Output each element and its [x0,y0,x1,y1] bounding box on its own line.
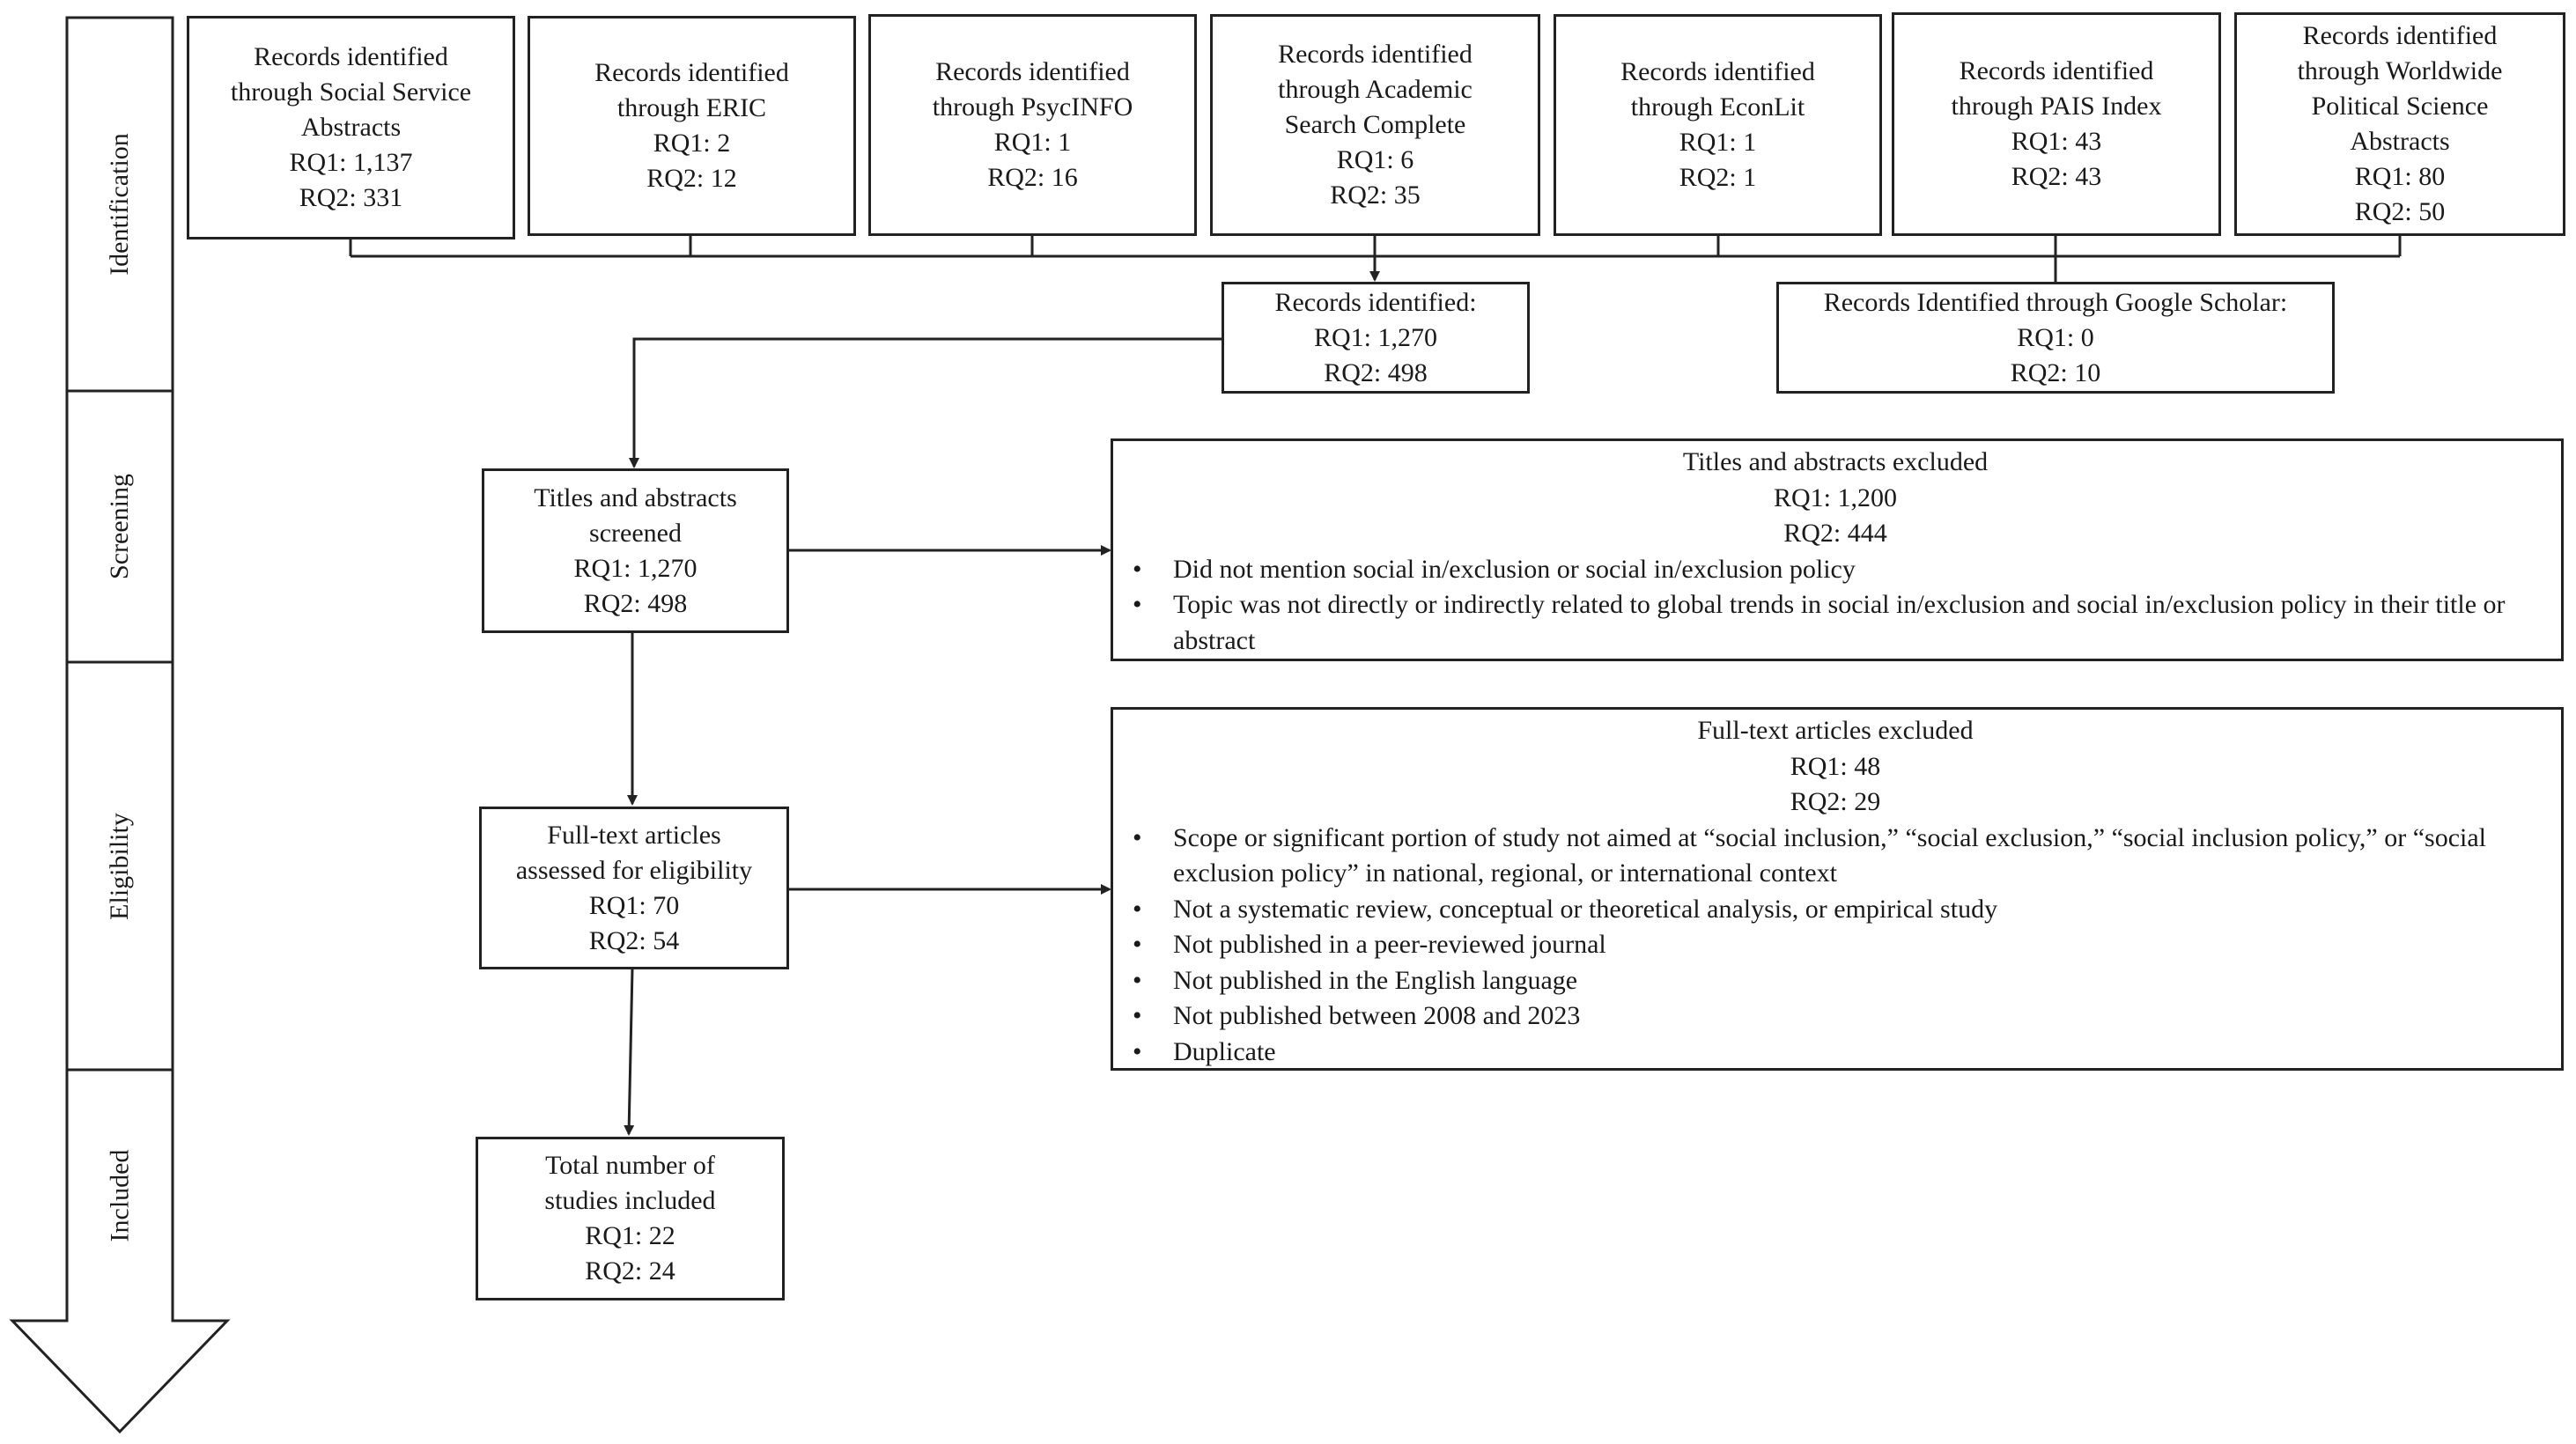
rq2-count: RQ2: 498 [1324,357,1428,387]
box-line: through Worldwide [2297,56,2503,85]
exclusion-reason: Duplicate [1124,1035,2547,1071]
rq2-count: RQ2: 1 [1679,163,1757,192]
screened-box: Titles and abstracts screened RQ1: 1,270… [482,468,789,633]
box-line: Search Complete [1284,110,1466,139]
rq1-count: RQ1: 2 [653,129,731,158]
phase-eligibility: Eligibility [67,662,173,1070]
phase-label: Screening [105,474,134,579]
source-box-econlit: Records identified through EconLit RQ1: … [1554,14,1882,236]
connector-arrow [629,337,1222,468]
rq1-count: RQ1: 70 [588,890,680,920]
box-line: Records identified: [1274,287,1477,317]
exclusion-reason: Not published in the English language [1124,963,2547,999]
phase-identification: Identification [67,18,173,391]
phase-arrow-outline [9,16,231,1434]
rq2-count: RQ2: 50 [2354,197,2446,226]
rq2-count: RQ2: 16 [987,163,1078,192]
rq1-count: RQ1: 22 [585,1221,675,1250]
exclusion-reasons-list: Did not mention social in/exclusion or s… [1124,552,2547,659]
box-line: assessed for eligibility [515,855,753,885]
rq2-count: RQ2: 43 [2011,162,2102,191]
box-line: Full-text articles [547,820,721,850]
source-box-psycinfo: Records identified through PsycINFO RQ1:… [868,14,1197,236]
box-line: Records Identified through Google Schola… [1823,287,2288,317]
rq2-count: RQ2: 331 [299,183,403,212]
box-line: studies included [544,1186,716,1215]
phase-label: Identification [105,133,135,276]
box-line: Records identified [935,57,1130,86]
rq1-count: RQ1: 0 [2017,322,2094,352]
rq2-count: RQ2: 444 [1783,519,1887,548]
rq2-count: RQ2: 29 [1790,787,1881,816]
phase-screening: Screening [67,391,173,662]
box-line: Titles and abstracts [534,483,737,512]
phase-label: Included [105,1149,134,1241]
box-line: screened [589,518,682,548]
phase-included: Included [67,1070,173,1321]
rq2-count: RQ2: 12 [646,164,737,193]
exclusion-reasons-list: Scope or significant portion of study no… [1124,821,2547,1071]
exclusion-reason: Not published between 2008 and 2023 [1124,998,2547,1035]
box-line: Records identified [1278,40,1473,69]
included-box: Total number of studies included RQ1: 22… [476,1137,785,1300]
rq1-count: RQ1: 6 [1336,145,1414,174]
box-line: Records identified [254,42,448,71]
rq2-count: RQ2: 35 [1330,180,1421,210]
exclusion-reason: Topic was not directly or indirectly rel… [1124,587,2547,659]
box-line: Records identified [594,58,789,87]
phase-label: Eligibility [105,812,135,920]
google-scholar-box: Records Identified through Google Schola… [1776,282,2335,394]
rq2-count: RQ2: 54 [588,925,680,955]
box-line: Total number of [545,1151,715,1180]
rq2-count: RQ2: 10 [2010,357,2101,387]
excluded-fulltext-box: Full-text articles excluded RQ1: 48 RQ2:… [1111,707,2564,1071]
box-line: Abstracts [300,113,402,142]
box-line: through Social Service [230,77,472,107]
eligibility-box: Full-text articles assessed for eligibil… [479,807,789,969]
rq1-count: RQ1: 1,137 [289,148,413,177]
rq1-count: RQ1: 1,270 [1313,322,1437,352]
rq1-count: RQ1: 1 [1679,128,1757,157]
source-box-worldwide-political-science-abstracts: Records identified through Worldwide Pol… [2234,12,2565,236]
box-title: Titles and abstracts excluded [1682,447,1989,476]
rq1-count: RQ1: 80 [2354,162,2446,191]
exclusion-reason: Did not mention social in/exclusion or s… [1124,552,2547,588]
box-line: Political Science [2311,92,2489,121]
box-title: Full-text articles excluded [1697,716,1974,745]
exclusion-reason: Scope or significant portion of study no… [1124,821,2547,892]
excluded-screening-box: Titles and abstracts excluded RQ1: 1,200… [1111,438,2564,661]
source-box-social-service-abstracts: Records identified through Social Servic… [187,16,515,239]
box-line: through PAIS Index [1951,92,2162,121]
box-line: Records identified [1620,57,1815,86]
source-box-eric: Records identified through ERIC RQ1: 2 R… [528,16,856,236]
box-line: through EconLit [1630,92,1805,122]
exclusion-reason: Not published in a peer-reviewed journal [1124,927,2547,963]
rq1-count: RQ1: 1,200 [1773,483,1897,512]
box-line: through PsycINFO [932,92,1133,122]
rq1-count: RQ1: 1,270 [573,553,698,583]
box-line: Records identified [1959,56,2154,85]
rq1-count: RQ1: 1 [993,128,1072,157]
rq1-count: RQ1: 48 [1790,751,1881,781]
box-line: through ERIC [616,93,767,122]
rq2-count: RQ2: 24 [585,1256,675,1286]
connector-arrow [624,968,635,1136]
records-identified-box: Records identified: RQ1: 1,270 RQ2: 498 [1222,282,1530,394]
source-box-academic-search-complete: Records identified through Academic Sear… [1210,14,1540,236]
rq1-count: RQ1: 43 [2011,127,2102,156]
source-box-pais-index: Records identified through PAIS Index RQ… [1892,12,2221,236]
box-line: Records identified [2302,21,2498,50]
exclusion-reason: Not a systematic review, conceptual or t… [1124,892,2547,928]
box-line: through Academic [1278,75,1473,104]
rq2-count: RQ2: 498 [583,588,688,618]
box-line: Abstracts [2350,127,2450,156]
